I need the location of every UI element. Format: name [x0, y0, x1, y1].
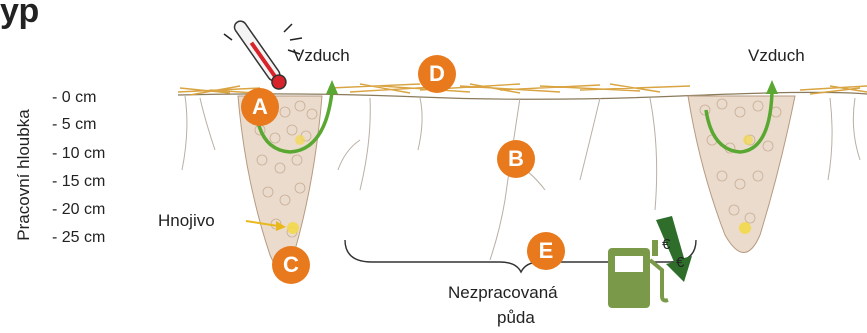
air-label-left: Vzduch [293, 46, 350, 66]
depth-label: - 0 cm [52, 89, 96, 107]
badge-e: E [527, 232, 565, 270]
fuel-pump-icon [608, 240, 668, 308]
fertilizer-dot-right [739, 222, 751, 234]
depth-label: - 15 cm [52, 173, 105, 191]
depth-label: - 25 cm [52, 229, 105, 247]
thermometer-icon [231, 18, 288, 92]
badge-c: C [272, 246, 310, 284]
badge-a: A [241, 88, 279, 126]
air-flow-arrowhead-right [766, 80, 778, 94]
fertilizer-label: Hnojivo [158, 211, 215, 231]
fertilizer-dot-left-top [295, 135, 305, 145]
depth-label: - 10 cm [52, 145, 105, 163]
untilled-soil-label-line1: Nezpracovaná [448, 283, 558, 303]
depth-label: - 20 cm [52, 201, 105, 219]
badge-b: B [497, 140, 535, 178]
air-flow-arrowhead-left [326, 80, 338, 94]
working-depth-axis-title: Pracovní hloubka [14, 109, 34, 240]
euro-symbol-1: € [662, 236, 670, 253]
depth-label: - 5 cm [52, 116, 96, 134]
untilled-soil-label-line2: půda [497, 308, 535, 328]
euro-symbol-2: € [676, 254, 684, 271]
badge-d: D [418, 55, 456, 93]
fertilizer-dot-left [287, 222, 299, 234]
partial-title: ур [0, 0, 39, 30]
air-label-right: Vzduch [748, 46, 805, 66]
fertilizer-dot-right-top [743, 135, 753, 145]
